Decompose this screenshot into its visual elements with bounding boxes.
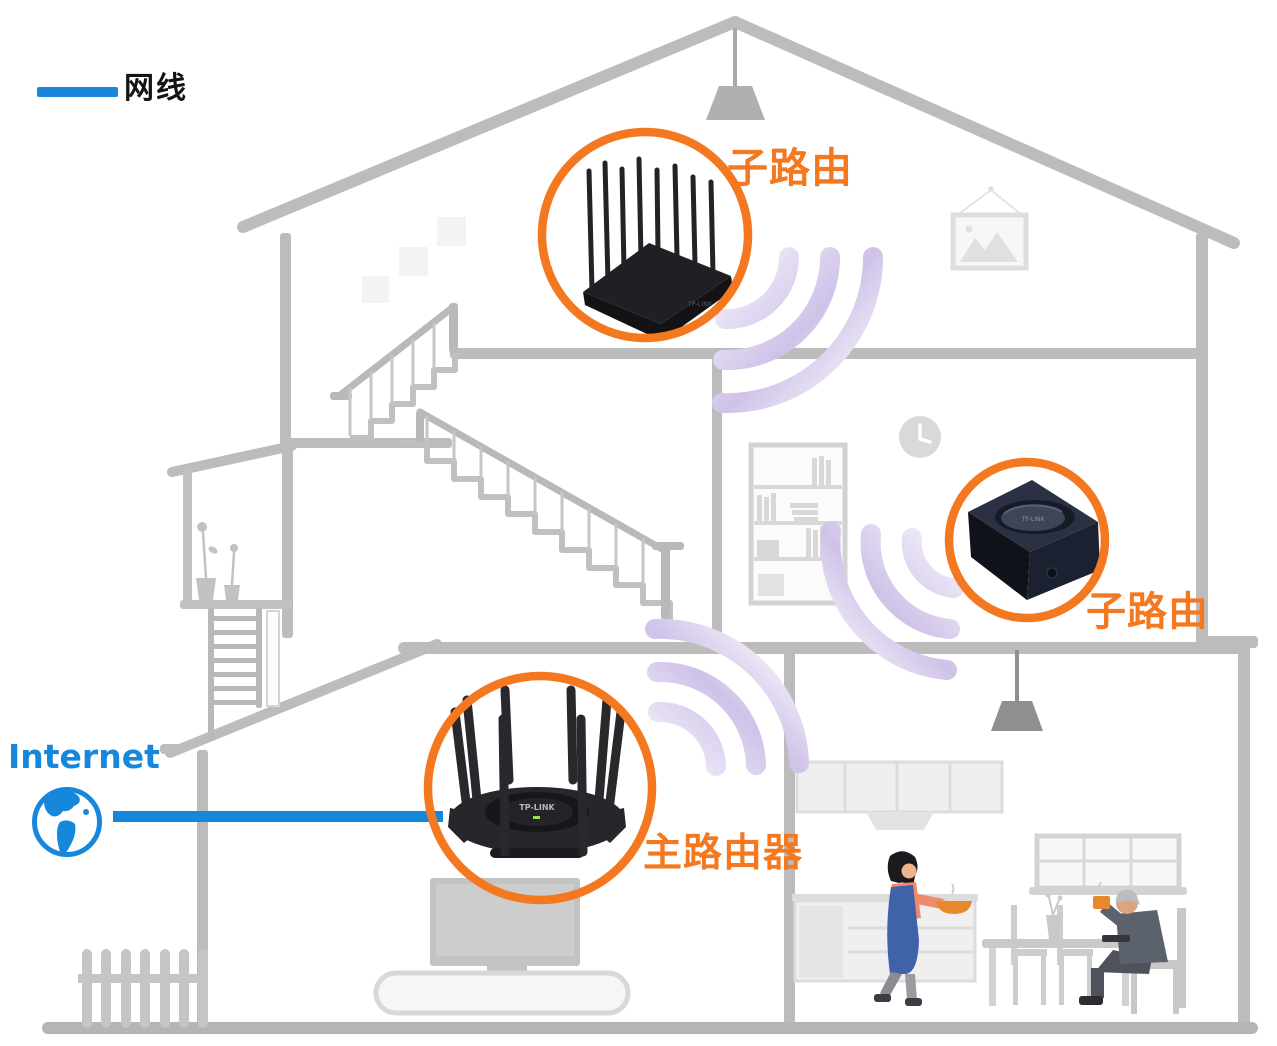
attic-wall-squares — [362, 217, 466, 303]
mug — [1093, 896, 1110, 909]
dining-table — [982, 892, 1136, 1006]
main-router-icon: TP-LINK — [448, 685, 626, 858]
internet-label: Internet — [8, 737, 160, 776]
right-ground-wall — [1238, 644, 1250, 1028]
side-door — [266, 610, 280, 707]
ground-line — [42, 1022, 1258, 1034]
ceiling-lamp-attic — [706, 28, 765, 120]
left-mid-wall — [282, 438, 293, 638]
balcony-wall — [183, 468, 192, 608]
internet-cable — [113, 811, 443, 822]
wifi-waves-main — [645, 618, 809, 776]
cube-sub-router-icon: TP-LINK — [968, 480, 1100, 600]
second-floor — [398, 642, 1242, 654]
balcony-floor — [180, 600, 292, 609]
highlight-ring-main — [423, 671, 657, 905]
cube-sub-router-label: 子路由 — [1086, 589, 1209, 635]
balcony-roof — [167, 441, 297, 477]
router-led — [533, 816, 540, 819]
main-router-brand: TP-LINK — [519, 803, 555, 812]
pent-roof-tip — [160, 744, 184, 754]
picture-frame — [950, 186, 1029, 271]
wifi-waves-attic — [712, 247, 883, 414]
attic-router-brand: TP-LINK — [687, 300, 713, 308]
garden-fence — [78, 949, 208, 1028]
balcony — [167, 441, 297, 609]
highlight-ring-cube — [944, 457, 1110, 623]
kitchen-cabinets — [792, 760, 1004, 983]
left-upper-wall — [280, 233, 291, 443]
wall-clock — [899, 416, 941, 458]
staircase-upper — [330, 303, 458, 441]
wifi-waves-cube — [820, 521, 964, 680]
bowl — [936, 901, 972, 914]
globe-icon — [32, 787, 102, 857]
apron — [887, 885, 919, 974]
legend-line — [37, 87, 118, 97]
roof — [237, 16, 1240, 249]
attic-sub-router-icon: TP-LINK — [583, 156, 733, 341]
range-hood — [866, 812, 934, 830]
main-router-label: 主路由器 — [643, 831, 804, 876]
chair — [1126, 908, 1186, 1014]
staircase-lower — [400, 408, 684, 620]
legend-cable-label: 网线 — [124, 71, 188, 106]
ceiling-lamp-kitchen — [991, 650, 1043, 731]
elderly-man — [1079, 881, 1186, 1014]
vase — [1045, 892, 1063, 939]
entry-pent-roof — [165, 639, 442, 758]
highlight-ring-attic — [537, 127, 753, 343]
window — [1029, 833, 1187, 895]
kitchen-partition-wall — [784, 650, 795, 1028]
woman-cooking — [874, 851, 972, 1006]
ladder — [208, 608, 280, 740]
cube-router-brand: TP-LINK — [1021, 516, 1046, 523]
upstairs-partition-wall — [712, 353, 722, 648]
attic-sub-router-label: 子路由 — [727, 144, 853, 192]
right-upper-wall — [1196, 233, 1208, 650]
tv-stand — [373, 970, 631, 1016]
balcony-plants — [196, 522, 240, 600]
